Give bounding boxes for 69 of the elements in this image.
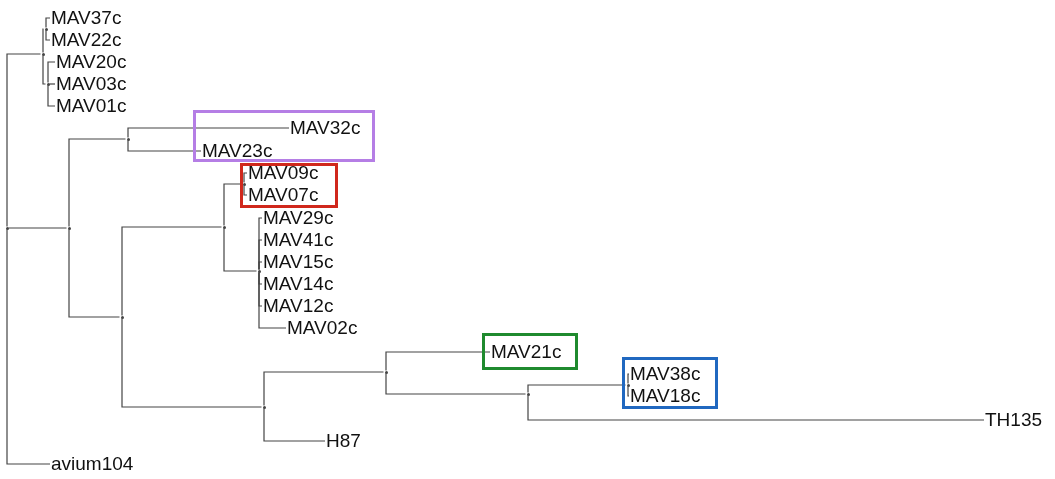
tree-branch bbox=[45, 29, 51, 41]
taxon-label: MAV32c bbox=[290, 117, 361, 139]
tree-branch bbox=[263, 371, 385, 407]
branch-node bbox=[41, 52, 45, 56]
branch-node bbox=[44, 27, 48, 31]
tree-branch bbox=[385, 351, 491, 372]
branch-node bbox=[67, 226, 71, 230]
tree-branch bbox=[45, 17, 51, 29]
tree-branch bbox=[47, 84, 56, 107]
taxon-label: MAV02c bbox=[287, 317, 358, 339]
branch-node bbox=[126, 137, 130, 141]
taxon-label: MAV22c bbox=[51, 29, 122, 51]
taxon-label: MAV20c bbox=[56, 51, 127, 73]
branch-node bbox=[242, 182, 246, 186]
tree-branch bbox=[42, 28, 45, 54]
taxon-label: MAV15c bbox=[263, 251, 334, 273]
highlight-box bbox=[482, 333, 578, 370]
tree-branch bbox=[527, 394, 985, 421]
tree-branch bbox=[121, 226, 223, 317]
tree-branch bbox=[223, 227, 258, 272]
branch-node bbox=[5, 226, 9, 230]
tree-branch bbox=[258, 261, 263, 271]
tree-branch bbox=[127, 139, 202, 152]
branch-node bbox=[46, 82, 50, 86]
branch-node bbox=[262, 405, 266, 409]
taxon-label: H87 bbox=[326, 430, 361, 452]
highlight-box bbox=[622, 357, 718, 409]
tree-branch bbox=[527, 384, 627, 394]
taxon-label: MAV14c bbox=[263, 273, 334, 295]
taxon-label: MAV38c bbox=[630, 363, 701, 385]
taxon-label: MAV12c bbox=[263, 295, 334, 317]
tree-branch bbox=[6, 53, 42, 228]
tree-branch bbox=[47, 61, 56, 84]
tree-branch bbox=[263, 407, 326, 442]
taxon-label: MAV09c bbox=[248, 162, 319, 184]
branch-node bbox=[526, 392, 530, 396]
tree-branch bbox=[627, 373, 630, 385]
highlight-box bbox=[240, 163, 338, 208]
branch-node bbox=[384, 370, 388, 374]
tree-branch bbox=[243, 184, 248, 196]
tree-branch bbox=[42, 54, 47, 85]
taxon-label: MAV03c bbox=[56, 73, 127, 95]
tree-branch bbox=[258, 271, 287, 329]
tree-branch bbox=[7, 227, 68, 229]
taxon-label: MAV07c bbox=[248, 184, 319, 206]
tree-branch bbox=[127, 127, 290, 139]
taxon-label: MAV01c bbox=[56, 95, 127, 117]
taxon-label: MAV21c bbox=[491, 341, 562, 363]
tree-branch bbox=[627, 385, 630, 397]
taxon-label: TH135 bbox=[985, 409, 1043, 431]
highlight-box bbox=[193, 110, 375, 162]
tree-branch bbox=[243, 172, 248, 184]
branch-node bbox=[257, 269, 261, 273]
branch-node bbox=[222, 225, 226, 229]
tree-branch bbox=[223, 183, 243, 227]
branch-node bbox=[626, 383, 630, 387]
tree-branch bbox=[68, 138, 127, 228]
taxon-label: avium104 bbox=[51, 453, 134, 475]
taxon-label: MAV37c bbox=[51, 7, 122, 29]
taxon-label: MAV41c bbox=[263, 229, 334, 251]
tree-branch bbox=[6, 228, 51, 465]
taxon-label: MAV29c bbox=[263, 207, 334, 229]
tree-branch bbox=[48, 83, 56, 85]
taxon-label: MAV23c bbox=[202, 140, 273, 162]
tree-branch bbox=[121, 317, 263, 408]
taxon-label: MAV18c bbox=[630, 385, 701, 407]
tree-branch bbox=[385, 372, 527, 395]
branch-node bbox=[120, 315, 124, 319]
tree-branch bbox=[68, 228, 121, 318]
